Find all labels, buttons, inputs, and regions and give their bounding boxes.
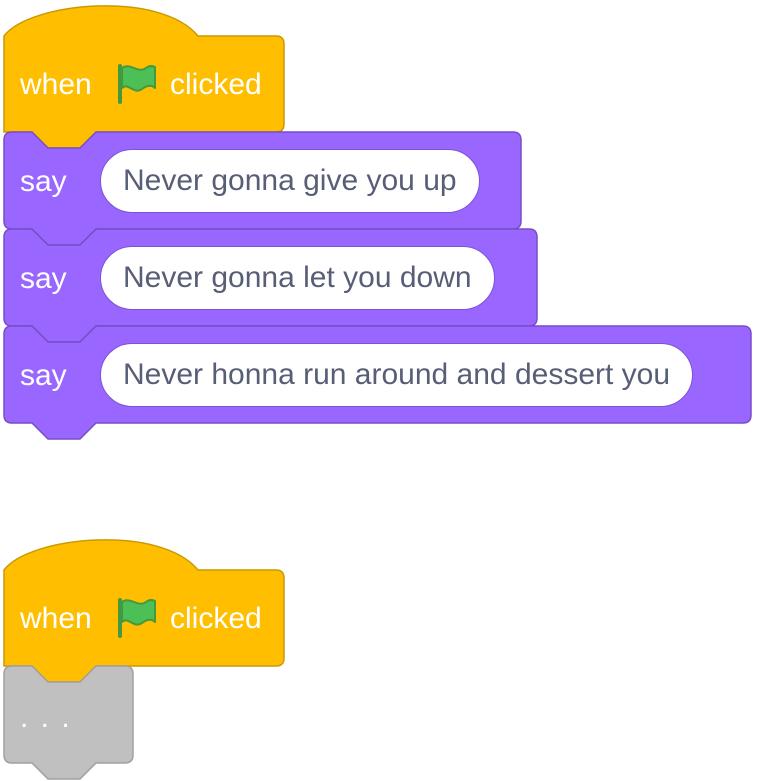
green-flag-icon xyxy=(118,64,156,104)
green-flag-icon xyxy=(118,598,156,638)
clicked-label: clicked xyxy=(170,68,262,101)
placeholder-block-shape[interactable] xyxy=(3,665,134,780)
say-message-input[interactable]: Never gonna give you up xyxy=(100,149,480,213)
say-message-input[interactable]: Never honna run around and dessert you xyxy=(100,343,694,407)
say-message-input[interactable]: Never gonna let you down xyxy=(100,246,495,310)
say-keyword: say xyxy=(20,359,67,392)
say-keyword: say xyxy=(20,262,67,295)
placeholder-ellipsis: . . . xyxy=(20,701,72,734)
say-keyword: say xyxy=(20,165,67,198)
when-label: when xyxy=(20,68,92,101)
when-label: when xyxy=(20,602,92,635)
clicked-label: clicked xyxy=(170,602,262,635)
